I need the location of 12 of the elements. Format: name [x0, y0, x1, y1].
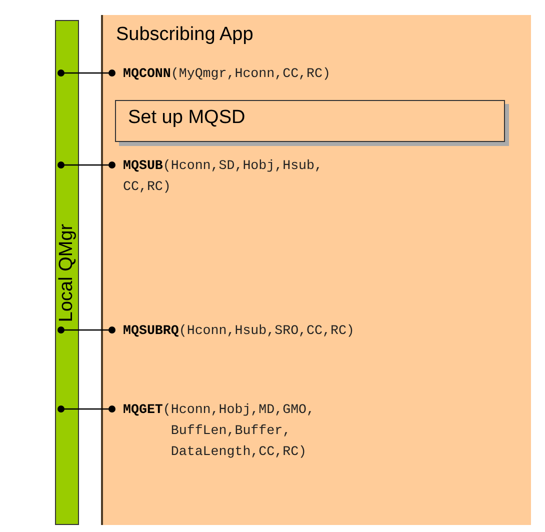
connector-line — [58, 406, 116, 412]
connector-line — [58, 326, 116, 334]
panel-title: Subscribing App — [116, 24, 254, 46]
api-call-text: MQSUBRQ(Hconn,Hsub,SRO,CC,RC) — [123, 320, 523, 341]
application-panel — [101, 15, 531, 525]
queue-manager-bar — [55, 20, 79, 525]
api-call-text: MQGET(Hconn,Hobj,MD,GMO, BuffLen,Buffer, DataLength,CC,RC) — [123, 399, 353, 462]
bar-label: Local QMgr — [56, 223, 78, 322]
connector-line — [58, 70, 116, 76]
api-call-text: MQSUB(Hconn,SD,Hobj,Hsub, CC,RC) — [123, 155, 363, 197]
connector-line — [58, 162, 116, 168]
api-call-text: MQCONN(MyQmgr,Hconn,CC,RC) — [123, 63, 523, 84]
